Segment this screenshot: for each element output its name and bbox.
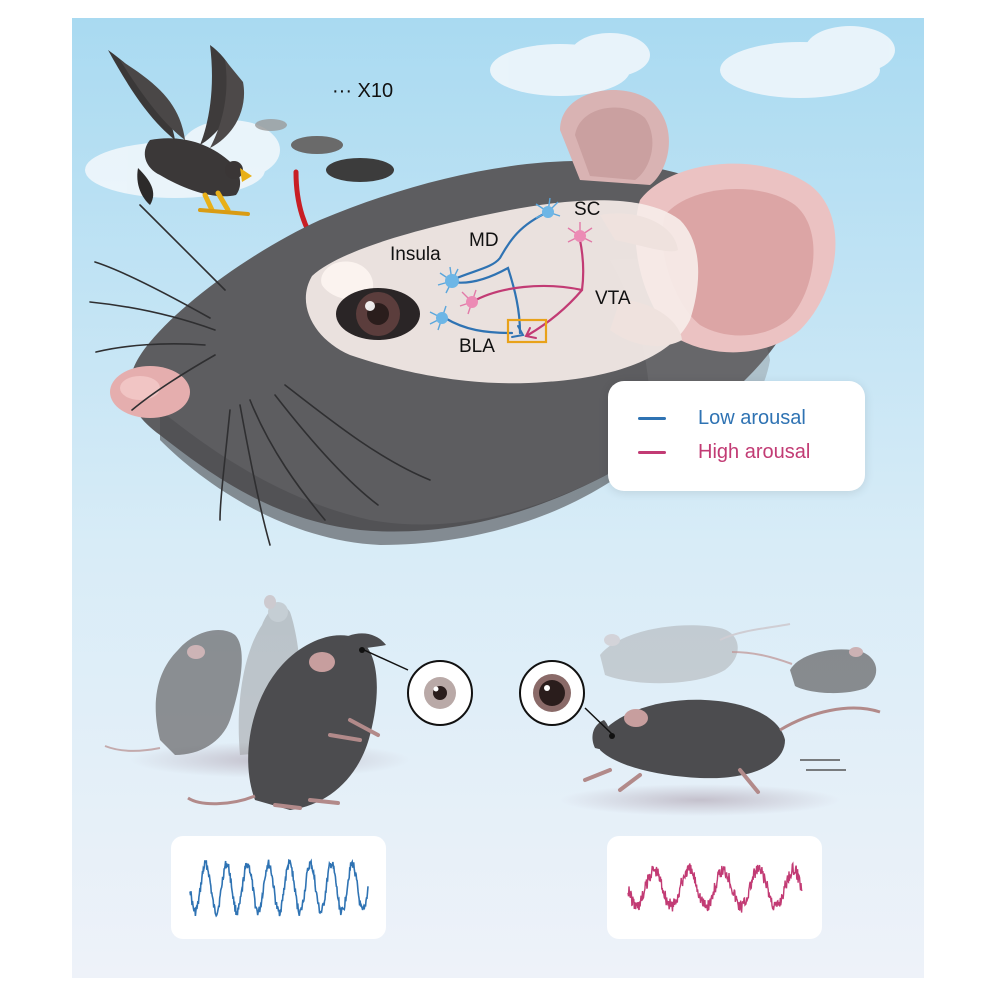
eagle-icon bbox=[108, 45, 252, 216]
repeat-count-label: ··· X10 bbox=[332, 80, 394, 102]
legend-swatch-high bbox=[638, 451, 666, 454]
legend-label-low: Low arousal bbox=[698, 407, 806, 429]
eye-icon bbox=[519, 660, 585, 726]
legend-item-low: Low arousal bbox=[638, 407, 806, 430]
high-arousal-pathway-sc-vta-bla bbox=[526, 238, 585, 337]
mouse-icon bbox=[104, 630, 242, 755]
eye-icon bbox=[407, 660, 473, 726]
low-arousal-pathway-insula-bla bbox=[443, 316, 514, 335]
low-arousal-trace bbox=[189, 858, 369, 918]
freezing-mice bbox=[104, 595, 410, 810]
neural-circuit bbox=[443, 210, 585, 344]
region-label-sc: SC bbox=[574, 199, 601, 220]
legend-item-high: High arousal bbox=[638, 441, 810, 464]
escaping-mice bbox=[560, 623, 881, 816]
mouse-icon bbox=[600, 623, 791, 684]
legend-label-high: High arousal bbox=[698, 441, 811, 463]
high-arousal-pathway-vta-insula bbox=[470, 284, 584, 304]
mouse-icon bbox=[583, 699, 881, 794]
legend-swatch-low bbox=[638, 417, 666, 420]
neuron-icon bbox=[429, 197, 593, 331]
region-label-bla: BLA bbox=[459, 336, 495, 357]
legend: Low arousal High arousal bbox=[608, 381, 865, 491]
low-arousal-pathway-md-insula bbox=[450, 210, 550, 282]
low-arousal-pathway-md-bla bbox=[450, 266, 522, 335]
looming-stimulus bbox=[255, 119, 394, 182]
region-label-insula: Insula bbox=[390, 244, 441, 265]
mouse-icon bbox=[187, 633, 386, 810]
low-arousal-trace-box bbox=[171, 836, 386, 939]
bla-highlight-box bbox=[506, 318, 548, 344]
mouse-head bbox=[89, 90, 836, 546]
region-label-md: MD bbox=[469, 230, 499, 251]
high-arousal-trace bbox=[627, 861, 803, 913]
region-label-vta: VTA bbox=[595, 288, 631, 309]
mouse-icon bbox=[731, 647, 877, 694]
